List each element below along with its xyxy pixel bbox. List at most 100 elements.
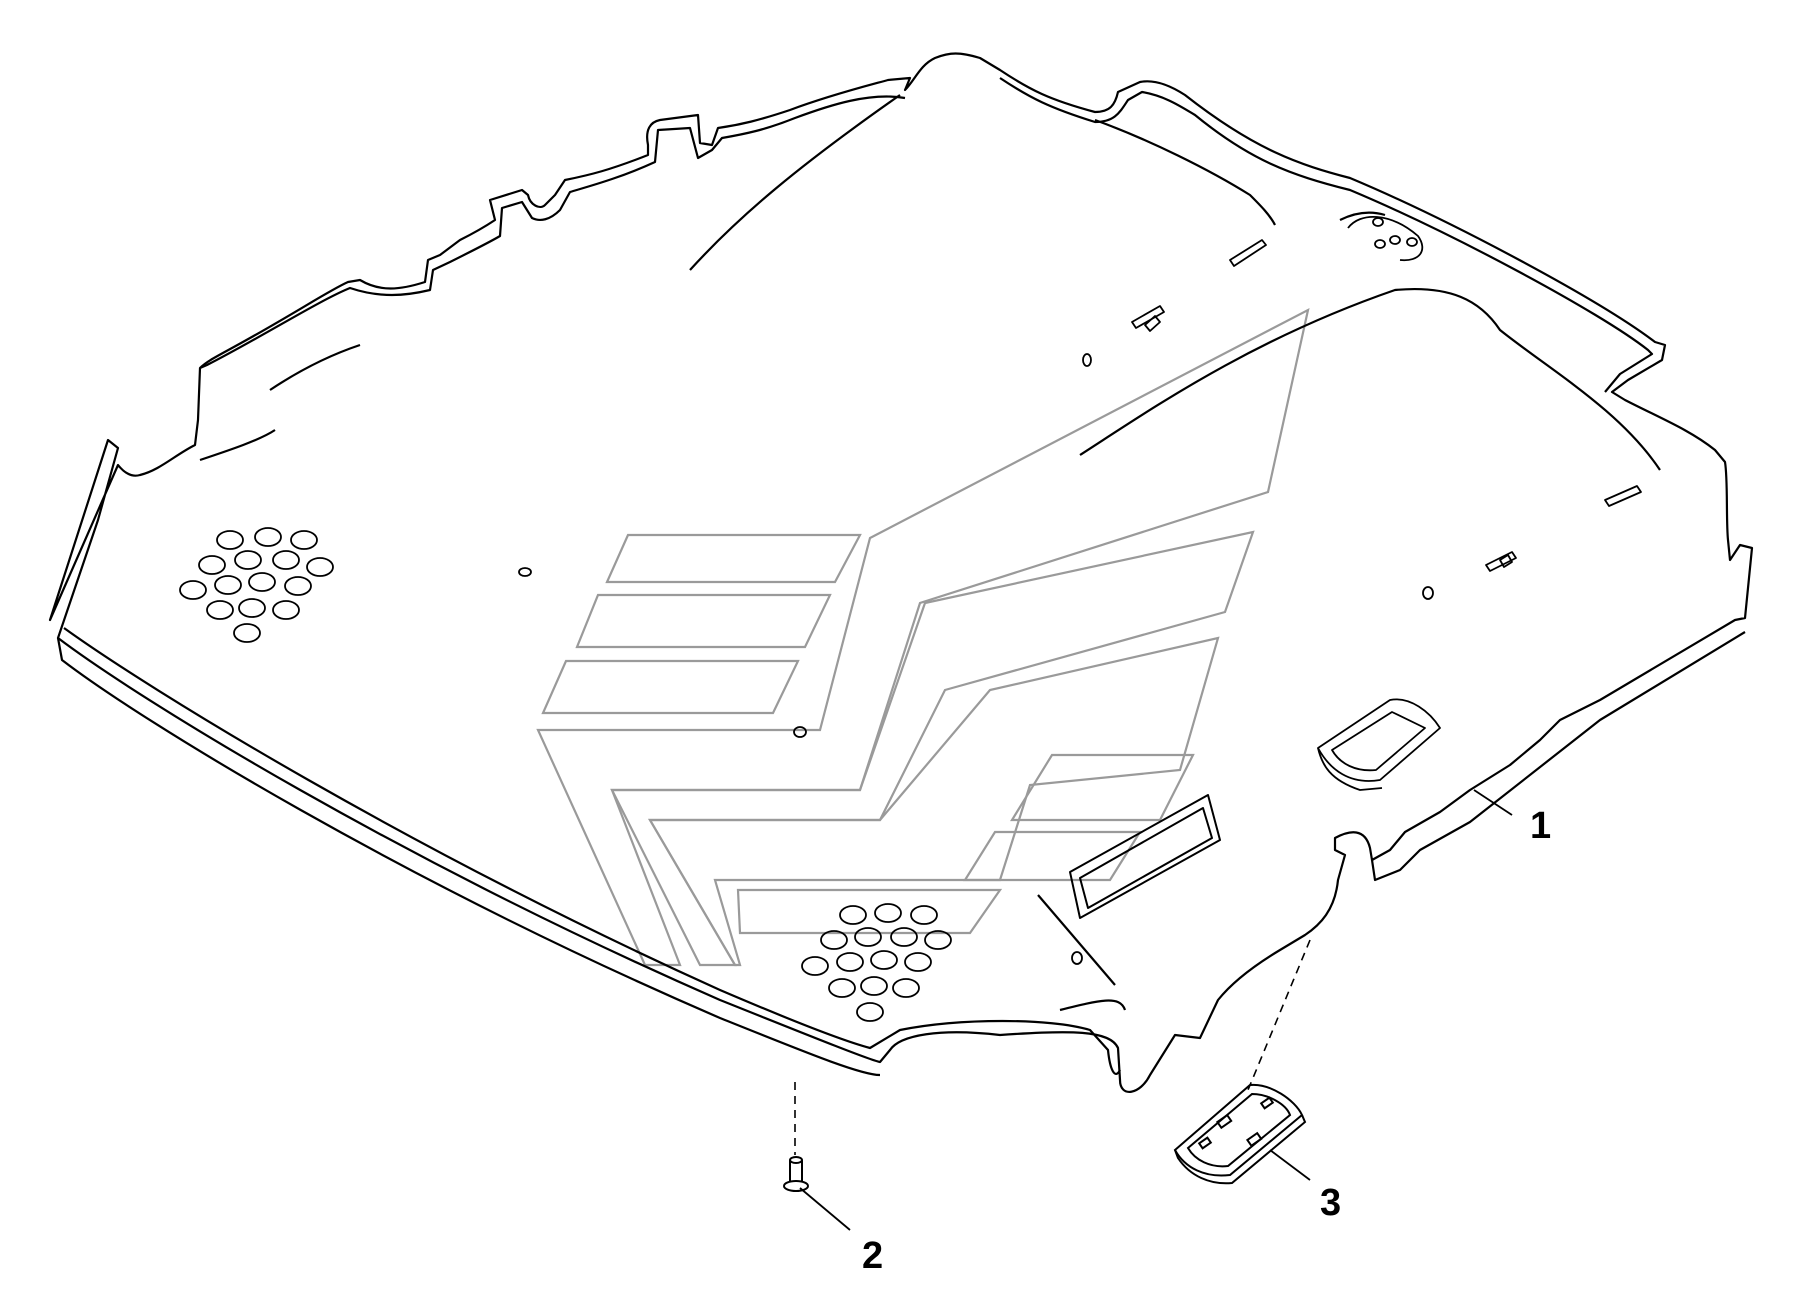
leader-line-3	[1269, 1149, 1311, 1181]
leader-line-2	[799, 1187, 851, 1231]
leader-lines	[799, 789, 1513, 1231]
vent-hole	[233, 623, 261, 643]
vent-hole	[836, 952, 864, 972]
leader-line-1	[1473, 789, 1513, 816]
slot-hole	[1485, 551, 1517, 572]
vent-hole	[856, 1002, 884, 1022]
panel-ridge-8	[1059, 999, 1127, 1012]
small-holes	[518, 216, 1434, 965]
vent-hole	[216, 530, 244, 550]
panel-outer-edge	[48, 52, 1754, 1093]
watermark-bar-2	[575, 593, 832, 649]
cover-slot	[1197, 1136, 1213, 1150]
recess-inner	[1331, 711, 1426, 772]
cover-outer	[1173, 1083, 1304, 1177]
dashed-line-item-3	[1247, 939, 1311, 1091]
vent-hole	[892, 978, 920, 998]
vent-hole	[284, 576, 312, 596]
callout-2: 2	[862, 1235, 883, 1277]
cover-slot	[1259, 1096, 1275, 1110]
watermark-chevron-inner	[648, 636, 1220, 967]
vent-hole	[206, 600, 234, 620]
vent-hole	[272, 550, 300, 570]
small-hole	[1374, 239, 1386, 249]
recess-pocket	[1317, 698, 1441, 791]
vent-hole	[924, 930, 952, 950]
panel-far-edge	[199, 77, 1654, 393]
vent-hole	[870, 950, 898, 970]
panel-ridge-2	[1079, 288, 1661, 471]
vent-hole	[904, 952, 932, 972]
cover-slot	[1215, 1113, 1233, 1130]
vent-hole	[839, 905, 867, 925]
pin-shank	[789, 1160, 803, 1182]
panel-ridge-6	[199, 429, 276, 462]
small-hole	[1071, 951, 1083, 965]
vent-cluster-bottom	[801, 903, 952, 1022]
recess-outer	[1317, 698, 1441, 782]
panel-ridge-1	[689, 94, 901, 271]
vent-hole	[828, 978, 856, 998]
slot-hole	[1499, 554, 1513, 568]
pin-top	[789, 1156, 803, 1164]
panel-bottom-lip	[56, 637, 881, 1077]
cover-side	[1174, 1114, 1307, 1185]
vent-hole	[234, 550, 262, 570]
watermark-bar-5	[963, 830, 1142, 882]
vent-hole	[820, 930, 848, 950]
vent-hole	[254, 527, 282, 547]
watermark-chevron-outer	[536, 307, 1310, 967]
vent-hole	[801, 956, 829, 976]
watermark-bar-4	[1010, 753, 1195, 822]
vent-hole	[306, 557, 334, 577]
panel-right-lip	[1370, 631, 1746, 882]
slot-hole	[1131, 305, 1165, 329]
small-hole	[518, 567, 532, 577]
panel-ridge-5	[269, 343, 361, 391]
small-hole	[1372, 217, 1384, 227]
watermark-bar-1	[605, 533, 862, 584]
cover-slot	[1245, 1131, 1263, 1148]
vent-hole	[238, 598, 266, 618]
small-hole	[1389, 235, 1401, 245]
vent-hole	[290, 530, 318, 550]
opening-inner	[1079, 807, 1213, 909]
small-hole	[1082, 353, 1092, 367]
slot-hole	[1144, 315, 1161, 332]
panel-inner-edge	[63, 627, 1121, 1076]
plug-cover	[1173, 1083, 1307, 1185]
vent-hole	[854, 927, 882, 947]
watermark-chevron-middle	[610, 530, 1255, 967]
panel-ridge-3	[1094, 118, 1276, 226]
opening-outer	[1069, 794, 1221, 919]
vent-hole	[248, 572, 276, 592]
vent-hole	[890, 927, 918, 947]
watermark-bar-3	[541, 659, 800, 715]
watermark-bar-6	[736, 888, 1003, 935]
slot-hole	[1229, 239, 1267, 267]
hole-cluster-outline	[1347, 216, 1424, 262]
slot-holes	[1131, 239, 1642, 572]
vent-hole	[272, 600, 300, 620]
watermark-logo	[536, 307, 1310, 967]
pin-head	[783, 1180, 809, 1192]
slot-hole	[1604, 485, 1642, 507]
vent-hole	[910, 905, 938, 925]
vent-cluster-left	[179, 527, 334, 643]
vent-hole	[214, 575, 242, 595]
vent-hole	[874, 903, 902, 923]
small-hole	[1406, 237, 1418, 247]
callout-1: 1	[1530, 805, 1551, 847]
floor-panel	[48, 52, 1754, 1093]
vent-hole	[860, 976, 888, 996]
vent-hole	[198, 555, 226, 575]
recess-lip	[1317, 747, 1383, 791]
panel-ridge-7	[1037, 894, 1116, 986]
panel-ridge-4	[1339, 211, 1386, 221]
rect-opening	[1069, 794, 1221, 919]
assembly-lines	[794, 939, 1311, 1155]
small-hole	[793, 726, 807, 738]
callout-3: 3	[1320, 1182, 1341, 1224]
